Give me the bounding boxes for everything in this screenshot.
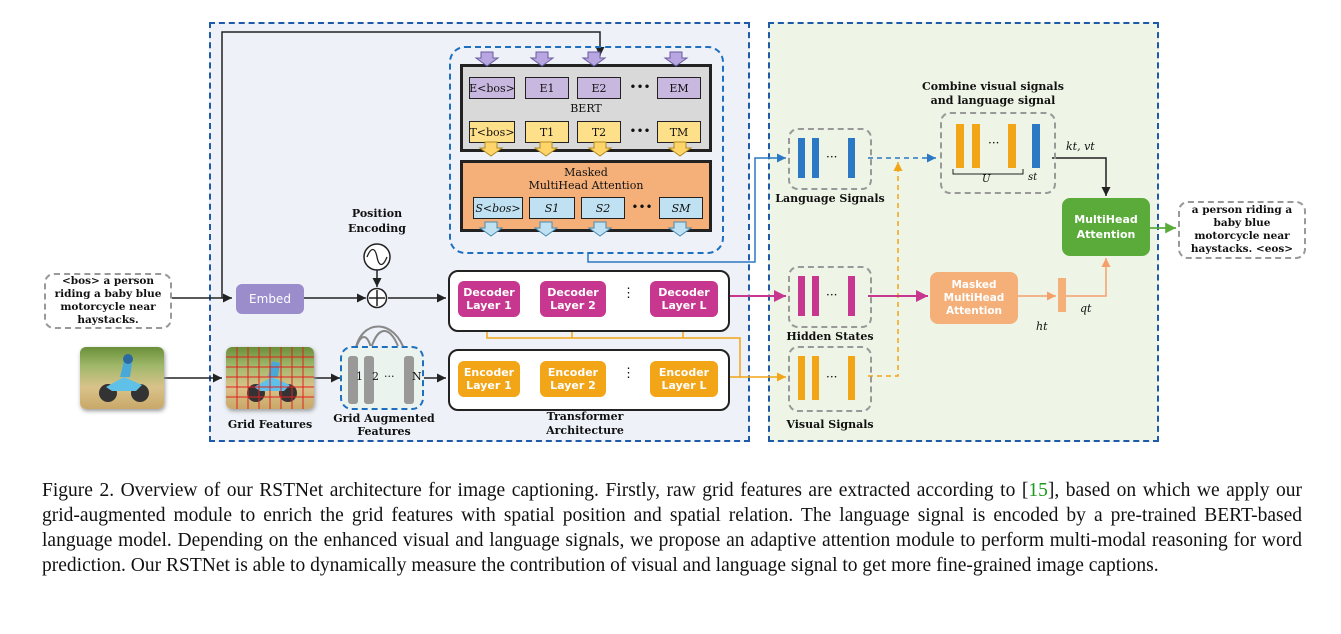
grid-cell-n: N — [412, 370, 422, 383]
figure-caption-suffix: ], based on which we apply our grid-augm… — [42, 480, 1302, 576]
grid-augmented-label: Grid Augmented Features — [333, 412, 435, 438]
combine-label: Combine visual signals and language sign… — [922, 80, 1064, 107]
u-label: U — [982, 174, 991, 185]
transformer-label: Transformer Architecture — [546, 410, 624, 437]
figure-caption: Figure 2. Overview of our RSTNet archite… — [42, 478, 1302, 578]
bert-box: E<bos> E1 E2 ••• EM BERT T<bos> T1 T2 ••… — [460, 64, 712, 152]
decoder-vdots: ⋮ — [622, 286, 635, 301]
grid-cell-bar-n — [404, 356, 414, 404]
lang-bar-1 — [798, 138, 805, 178]
s-ellipsis: ••• — [631, 200, 653, 214]
e-token-2: E2 — [577, 77, 621, 99]
lang-ellipsis: ··· — [826, 150, 838, 164]
language-signals-box: ··· — [788, 128, 872, 190]
embed-label: Embed — [249, 292, 291, 306]
grid-cell-ellipsis: ··· — [384, 370, 395, 383]
plus-icon — [366, 287, 388, 309]
visual-bar-1 — [798, 356, 805, 400]
masked-multihead-attention-box: Masked MultiHead Attention S<bos> S1 S2 … — [460, 160, 712, 232]
multihead-attention: MultiHead Attention — [1062, 198, 1150, 256]
sine-wave-icon — [363, 243, 391, 271]
grid-cell-2: 2 — [372, 370, 379, 383]
s-token-m: SM — [659, 197, 703, 219]
lang-bar-2 — [812, 138, 819, 178]
encoder-vdots: ⋮ — [622, 366, 635, 381]
motorcycle-rider-illustration — [99, 354, 149, 402]
hidden-states-label: Hidden States — [786, 330, 874, 343]
input-image — [80, 347, 164, 409]
lang-bar-n — [848, 138, 855, 178]
embed-block: Embed — [236, 284, 304, 314]
language-signals-label: Language Signals — [775, 192, 885, 205]
qt-bar — [1058, 278, 1066, 312]
grid-cell-bar-1 — [348, 356, 358, 404]
visual-ellipsis: ··· — [826, 370, 838, 384]
t-token-bos: T<bos> — [469, 121, 515, 143]
s-token-2: S2 — [581, 197, 625, 219]
visual-bar-n — [848, 356, 855, 400]
combine-bar-2 — [972, 124, 980, 168]
output-caption-text: a person riding a baby blue motorcycle n… — [1190, 204, 1294, 255]
masked-mha-label: Masked MultiHead Attention — [528, 166, 644, 192]
combine-bar-1 — [956, 124, 964, 168]
hidden-bar-2 — [812, 276, 819, 316]
combine-language-bar — [1032, 124, 1040, 168]
decoder-layer-l: Decoder Layer L — [650, 281, 718, 317]
hidden-states-box: ··· — [788, 266, 872, 328]
grid-features-label: Grid Features — [227, 418, 313, 431]
s-token-1: S1 — [529, 197, 575, 219]
hidden-ellipsis: ··· — [826, 288, 838, 302]
hidden-bar-1 — [798, 276, 805, 316]
bert-token-arrows — [474, 51, 693, 237]
bert-module — [449, 46, 724, 254]
decoder-layer-2: Decoder Layer 2 — [540, 281, 606, 317]
e-token-bos: E<bos> — [469, 77, 515, 99]
bert-label: BERT — [570, 102, 602, 115]
reference-link[interactable]: 15 — [1028, 480, 1048, 501]
st-label: st — [1028, 172, 1038, 183]
encoder-stack: Encoder Layer 1 Encoder Layer 2 ⋮ Encode… — [448, 349, 730, 411]
s-token-bos: S<bos> — [473, 197, 523, 219]
position-encoding-label: Position Encoding — [348, 207, 406, 235]
visual-bar-2 — [812, 356, 819, 400]
qt-label: qt — [1080, 302, 1092, 315]
diagram-connectors — [164, 31, 1176, 383]
e-ellipsis: ••• — [629, 80, 651, 94]
visual-signals-label: Visual Signals — [786, 418, 874, 431]
visual-signals-box: ··· — [788, 346, 872, 412]
input-caption-text: <bos> a person riding a baby blue motorc… — [54, 275, 162, 326]
e-token-1: E1 — [525, 77, 569, 99]
decoder-layer-1: Decoder Layer 1 — [458, 281, 520, 317]
input-caption-box: <bos> a person riding a baby blue motorc… — [44, 273, 172, 329]
ht-label: ht — [1036, 320, 1048, 333]
grid-cell-1: 1 — [356, 370, 363, 383]
u-brace — [952, 169, 1024, 175]
grid-cell-bar-2 — [364, 356, 374, 404]
combine-box: ··· U st — [940, 112, 1056, 194]
encoder-layer-2: Encoder Layer 2 — [540, 361, 606, 397]
masked-mha-right: Masked MultiHead Attention — [930, 272, 1018, 324]
figure-caption-prefix: Figure 2. Overview of our RSTNet archite… — [42, 480, 1029, 501]
e-token-m: EM — [657, 77, 701, 99]
encoder-layer-l: Encoder Layer L — [650, 361, 718, 397]
masked-mha-right-label: Masked MultiHead Attention — [943, 278, 1005, 317]
grid-augmented-box: 1 2 ··· N — [340, 346, 424, 410]
t-ellipsis: ••• — [629, 124, 651, 138]
output-caption-box: a person riding a baby blue motorcycle n… — [1178, 201, 1306, 259]
multihead-label: MultiHead Attention — [1074, 213, 1138, 241]
encoder-layer-1: Encoder Layer 1 — [458, 361, 520, 397]
decoder-stack: Decoder Layer 1 Decoder Layer 2 ⋮ Decode… — [448, 270, 730, 332]
kv-label: kt, vt — [1066, 140, 1095, 153]
combine-bar-n — [1008, 124, 1016, 168]
hidden-bar-n — [848, 276, 855, 316]
combine-ellipsis: ··· — [988, 136, 1000, 150]
grid-features-image — [226, 347, 314, 409]
grid-overlay — [226, 347, 314, 409]
